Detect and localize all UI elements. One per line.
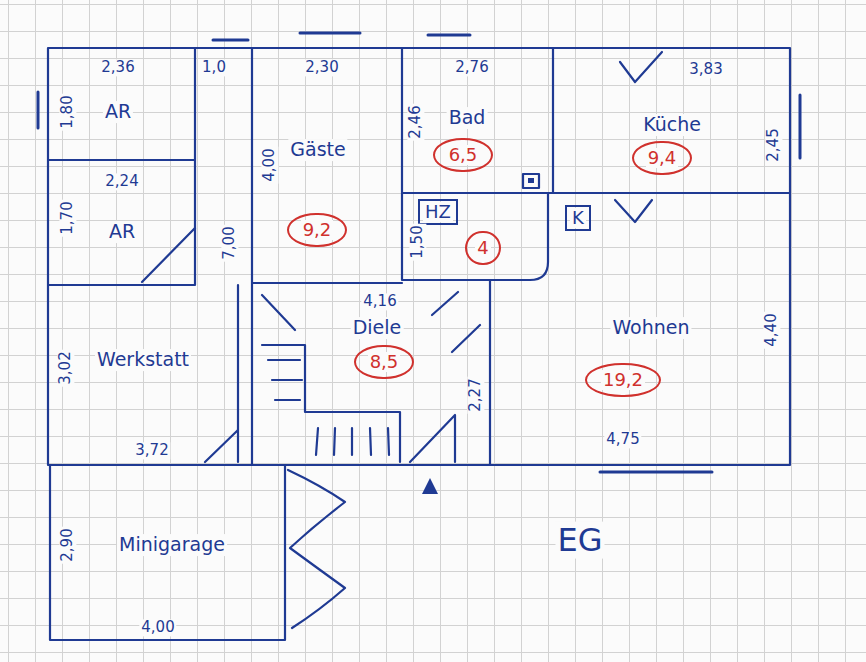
dimension-label: 3,72 <box>133 442 170 459</box>
dimension-label: 3,02 <box>57 349 74 386</box>
dimension-label: 1,80 <box>59 93 76 130</box>
room: Gäste 9,2 <box>252 48 402 283</box>
door-swing <box>615 200 652 222</box>
dimension-label: 2,36 <box>99 59 136 76</box>
room: AR <box>48 48 195 160</box>
garage-door <box>288 470 345 628</box>
dimension-label: 4,00 <box>139 619 176 636</box>
dimension-label: 4,40 <box>763 311 780 348</box>
dimension-label: 2,24 <box>103 173 140 190</box>
area-callout: 19,2 <box>585 363 661 398</box>
room-name: Wohnen <box>610 317 691 339</box>
door-swing <box>205 292 480 462</box>
entrance-arrow <box>422 478 438 494</box>
room-name: Bad <box>447 107 488 129</box>
outer-wall <box>48 48 790 465</box>
garage-wall <box>50 465 285 640</box>
check-mark <box>620 52 662 82</box>
area-value: 19,2 <box>601 370 645 391</box>
dimension-label: 2,30 <box>303 59 340 76</box>
room: Wohnen 19,2 <box>490 193 790 465</box>
door-line <box>142 228 195 282</box>
room-name: Gäste <box>288 139 347 161</box>
area-callout: 4 <box>465 231 501 266</box>
room: Küche 9,4 <box>553 48 790 193</box>
dimension-label: 2,45 <box>765 126 782 163</box>
area-value: 4 <box>475 238 490 259</box>
area-callout: 9,4 <box>632 141 692 176</box>
room: AR <box>48 160 195 285</box>
dimension-label: 3,83 <box>687 61 724 78</box>
chimney-symbol <box>523 174 539 188</box>
dimension-label: 1,50 <box>409 223 426 260</box>
room: Bad 6,5 <box>402 48 553 193</box>
room: Werkstatt <box>48 285 238 465</box>
area-callout: 9,2 <box>287 213 347 248</box>
room-name: Diele <box>351 317 404 339</box>
inner-wall <box>48 48 790 465</box>
floor-label: EG <box>555 522 604 559</box>
box-label: K <box>570 208 586 229</box>
dimension-label: 1,70 <box>59 199 76 236</box>
area-value: 6,5 <box>447 145 480 166</box>
chimney-symbol <box>528 178 534 183</box>
dimension-label: 2,90 <box>59 526 76 563</box>
staircase <box>262 345 400 462</box>
area-value: 9,2 <box>301 220 334 241</box>
room-name: AR <box>107 221 137 243</box>
dimension-label: 1,0 <box>200 59 228 76</box>
room: Diele 8,5 <box>252 283 490 465</box>
room-name: Werkstatt <box>95 349 191 371</box>
room: Minigarage <box>50 465 285 640</box>
area-callout: 8,5 <box>354 345 414 380</box>
heating-box: HZ <box>418 199 458 226</box>
dimension-label: 2,76 <box>453 59 490 76</box>
area-value: 8,5 <box>368 352 401 373</box>
dimension-label: 4,16 <box>361 293 398 310</box>
box-label: HZ <box>423 202 453 223</box>
dimension-label: 2,46 <box>407 103 424 140</box>
room-name: Minigarage <box>117 534 227 556</box>
dimension-label: 2,27 <box>467 376 484 413</box>
chimney-box: K <box>565 205 591 232</box>
dimension-label: 4,75 <box>604 431 641 448</box>
dimension-label: 4,00 <box>261 146 278 183</box>
area-value: 9,4 <box>646 148 679 169</box>
window-mark <box>38 33 800 472</box>
room-name: AR <box>103 101 133 123</box>
room-name: Küche <box>641 114 703 136</box>
area-callout: 6,5 <box>433 138 493 173</box>
dimension-label: 7,00 <box>221 224 238 261</box>
